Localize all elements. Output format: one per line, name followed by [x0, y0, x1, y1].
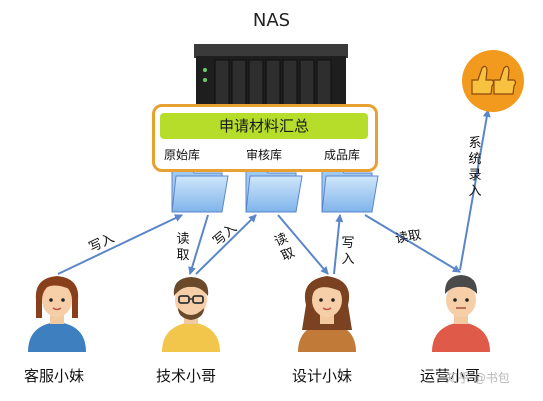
person-label-operations: 运营小哥: [420, 367, 481, 385]
arrow-read-original: [188, 214, 209, 275]
person-label-designer: 设计小妹: [292, 367, 353, 385]
arrow-read-review: [277, 214, 329, 275]
folder-icon-review: [245, 167, 303, 213]
person-label-customer-service: 客服小妹: [24, 367, 85, 385]
folder-icon-original: [171, 167, 229, 213]
edge-label-write-finished: 写入: [341, 236, 355, 267]
library-label-finished: 成品库: [324, 148, 361, 162]
avatar-designer: [298, 276, 356, 352]
arrow-write-original: [57, 214, 183, 275]
diagram-title: NAS: [252, 10, 291, 31]
person-label-tech: 技术小哥: [156, 367, 217, 385]
arrow-read-finished: [364, 214, 461, 273]
avatar-customer-service: [28, 276, 86, 352]
library-label-original: 原始库: [164, 148, 201, 162]
watermark: 知乎 @书包: [446, 371, 510, 385]
edge-label-system-entry: 系统录入: [468, 136, 482, 199]
avatar-operations: [432, 275, 490, 352]
arrow-write-review: [195, 214, 257, 275]
thumbs-up-icon: [462, 50, 524, 112]
arrow-write-finished: [333, 214, 344, 275]
library-label-review: 审核库: [246, 148, 283, 162]
arrow-system-entry: [459, 109, 491, 271]
edge-label-read-original: 读取: [176, 232, 190, 263]
summary-banner: 申请材料汇总: [160, 113, 368, 139]
avatar-tech: [162, 277, 220, 352]
folder-icon-finished: [321, 167, 379, 213]
